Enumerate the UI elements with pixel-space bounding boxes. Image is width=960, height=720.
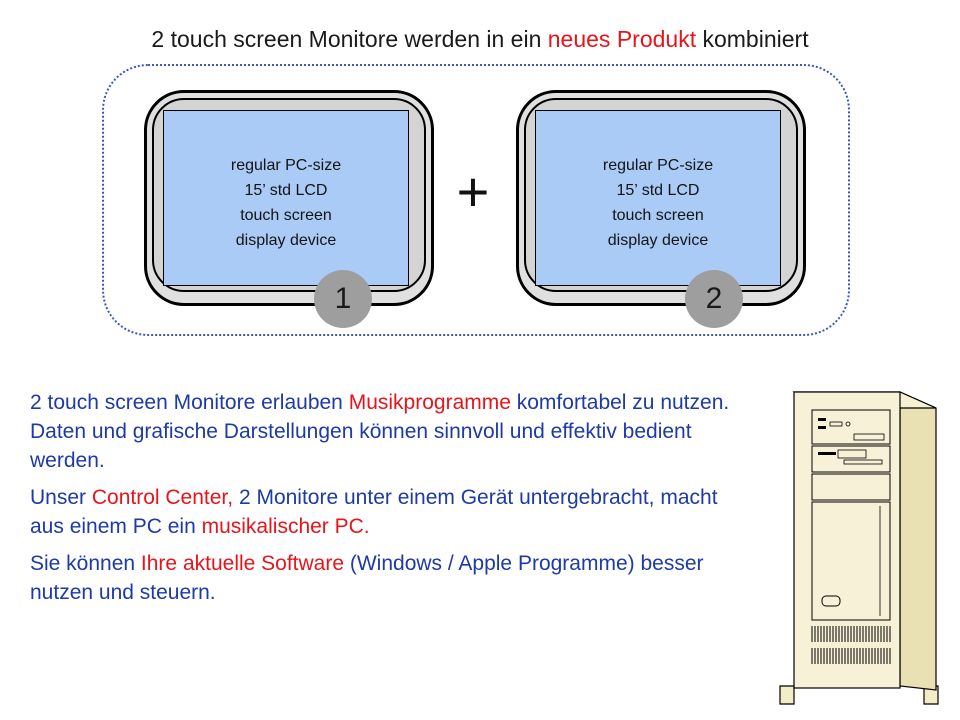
title-part2: kombiniert bbox=[696, 26, 809, 52]
screen-line: regular PC-size bbox=[230, 157, 342, 174]
screen-line: regular PC-size bbox=[602, 157, 714, 174]
monitor-screen: regular PC-size 15’ std LCD touch screen… bbox=[163, 110, 409, 286]
paragraph-2: Unser Control Center, 2 Monitore unter e… bbox=[30, 483, 750, 541]
text-run: (Windows / Apple Programme) besser nutze… bbox=[30, 552, 704, 604]
screen-description: regular PC-size 15’ std LCD touch screen… bbox=[231, 153, 341, 253]
monitor-screen: regular PC-size 15’ std LCD touch screen… bbox=[535, 110, 781, 286]
text-highlight: Ihre aktuelle Software bbox=[140, 552, 345, 575]
monitor-1: regular PC-size 15’ std LCD touch screen… bbox=[144, 90, 434, 306]
text-run: Unser bbox=[30, 486, 92, 509]
plus-icon: + bbox=[456, 160, 490, 223]
paragraph-1: 2 touch screen Monitore erlauben Musikpr… bbox=[30, 388, 750, 475]
screen-line: 15’ std LCD bbox=[244, 182, 328, 199]
text-run: Sie können bbox=[30, 552, 141, 575]
paragraph-3: Sie können Ihre aktuelle Software (Windo… bbox=[30, 549, 750, 607]
title-part1: 2 touch screen Monitore werden in ein bbox=[151, 26, 548, 52]
text-highlight: Control Center, bbox=[91, 486, 234, 509]
monitor-number-badge-2: 2 bbox=[685, 270, 743, 328]
screen-description: regular PC-size 15’ std LCD touch screen… bbox=[603, 153, 713, 253]
pc-tower-icon bbox=[779, 391, 939, 705]
title-highlight: neues Produkt bbox=[547, 26, 697, 52]
text-run: 2 Monitore unter einem Gerät untergebrac… bbox=[30, 486, 718, 538]
screen-line: 15’ std LCD bbox=[616, 182, 700, 199]
screen-line: display device bbox=[607, 232, 709, 249]
slide-title: 2 touch screen Monitore werden in ein ne… bbox=[0, 26, 960, 53]
monitor-2: regular PC-size 15’ std LCD touch screen… bbox=[516, 90, 806, 306]
screen-line: display device bbox=[235, 232, 337, 249]
product-group-frame bbox=[102, 64, 850, 336]
text-run: 2 touch screen Monitore erlauben bbox=[30, 391, 349, 414]
screen-line: touch screen bbox=[612, 207, 704, 224]
description-text: 2 touch screen Monitore erlauben Musikpr… bbox=[30, 388, 750, 615]
monitor-number-badge-1: 1 bbox=[314, 270, 372, 328]
text-highlight: Musikprogramme bbox=[348, 391, 511, 414]
text-run: komfortabel zu nutzen. Daten und grafisc… bbox=[30, 391, 730, 472]
text-highlight: musikalischer PC. bbox=[201, 515, 370, 538]
screen-line: touch screen bbox=[240, 207, 332, 224]
